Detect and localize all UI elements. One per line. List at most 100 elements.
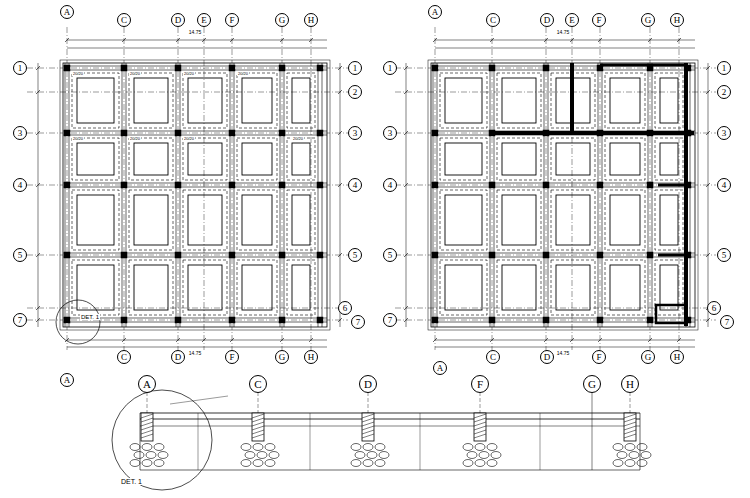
- grid-bubble: 6: [707, 301, 721, 315]
- drawing-line: [404, 66, 408, 70]
- drawing-line: [684, 63, 688, 326]
- drawing-rect: [440, 260, 487, 315]
- grid-letter: 5: [722, 251, 727, 260]
- grid-letter: A: [64, 376, 71, 385]
- drawing-line: [492, 27, 493, 350]
- drawing-rect: [279, 317, 285, 323]
- drawing-rect: [188, 78, 222, 123]
- stone: [375, 460, 385, 467]
- drawing-rect: [655, 73, 683, 128]
- grid-bubble: 3: [348, 126, 362, 140]
- drawing-line: [252, 426, 264, 430]
- drawing-rect: [556, 195, 590, 245]
- drawing-rect: [77, 195, 114, 245]
- drawing-line: [474, 426, 486, 430]
- grid-letter: A: [432, 8, 439, 17]
- drawing-rect: [502, 195, 536, 245]
- drawing-rect: [77, 265, 114, 310]
- grid-bubble: H: [621, 375, 639, 393]
- stone: [491, 452, 501, 459]
- drawing-line: [122, 63, 123, 327]
- grid-letter: C: [121, 16, 127, 25]
- drawing-rect: [252, 413, 264, 441]
- drawing-line: [126, 63, 127, 327]
- drawing-line: [69, 63, 70, 327]
- drawing-line: [140, 426, 640, 427]
- drawing-rect: [64, 182, 70, 188]
- drawing-rect: [175, 65, 181, 71]
- stone: [245, 452, 255, 459]
- drawing-rect: [543, 65, 549, 71]
- stone: [355, 452, 365, 459]
- drawing-line: [338, 318, 342, 322]
- drawing-line: [63, 66, 327, 67]
- drawing-line: [147, 392, 148, 413]
- grid-bubble: 3: [717, 126, 731, 140]
- grid-letter: E: [201, 16, 207, 25]
- grid-letter: 7: [18, 316, 23, 325]
- drawing-line: [67, 27, 68, 350]
- drawing-line: [202, 338, 206, 342]
- drawing-line: [570, 338, 574, 342]
- grid-bubble: G: [641, 350, 655, 364]
- grid-letter: 1: [353, 64, 358, 73]
- grid-letter: H: [626, 379, 634, 390]
- grid-letter: A: [64, 8, 71, 17]
- drawing-rect: [624, 413, 636, 441]
- grid-bubble: 4: [717, 178, 731, 192]
- drawing-rect: [440, 138, 487, 180]
- drawing-rect: [279, 182, 285, 188]
- grid-bubble: D: [359, 375, 377, 393]
- stone: [625, 460, 635, 467]
- drawing-line: [490, 38, 494, 42]
- drawing-line: [431, 187, 695, 188]
- drawing-line: [706, 253, 710, 257]
- grid-letter: D: [364, 379, 372, 390]
- drawing-line: [437, 63, 438, 327]
- drawing-line: [406, 63, 407, 327]
- grid-bubble: C: [486, 350, 500, 364]
- drawing-line: [338, 90, 342, 94]
- drawing-line: [63, 187, 327, 188]
- drawing-line: [176, 338, 180, 342]
- drawing-rect: [188, 265, 222, 310]
- grid-bubble: 1: [348, 61, 362, 75]
- drawing-line: [36, 66, 40, 70]
- drawing-rect: [432, 182, 438, 188]
- drawing-line: [570, 63, 574, 133]
- grid-letter: A: [143, 379, 151, 390]
- drawing-rect: [237, 138, 277, 180]
- drawing-line: [63, 131, 327, 132]
- grid-bubble: H: [304, 350, 318, 364]
- drawing-rect: [597, 317, 603, 323]
- grid-bubble: A: [138, 375, 156, 393]
- stone: [463, 460, 473, 467]
- drawing-rect: [605, 190, 645, 250]
- drawing-line: [141, 434, 153, 438]
- grid-letter: 3: [18, 129, 23, 138]
- drawing-rect: [141, 413, 153, 441]
- drawing-rect: [287, 138, 315, 180]
- grid-letter: 3: [353, 129, 358, 138]
- grid-letter: D: [175, 16, 182, 25]
- drawing-rect: [64, 130, 70, 136]
- grid-bubble: E: [565, 13, 579, 27]
- drawing-rect: [242, 143, 272, 175]
- drawing-line: [63, 253, 327, 254]
- drawing-line: [27, 92, 348, 93]
- stone: [142, 460, 152, 467]
- drawing-line: [435, 48, 695, 49]
- grid-bubble: C: [249, 375, 267, 393]
- stone: [158, 452, 168, 459]
- grid-letter: H: [308, 16, 315, 25]
- drawing-line: [395, 68, 716, 69]
- drawing-line: [650, 27, 651, 350]
- drawing-rect: [432, 65, 438, 71]
- grid-letter: A: [437, 364, 444, 373]
- drawing-line: [124, 27, 125, 350]
- drawing-line: [706, 318, 710, 322]
- drawing-rect: [175, 252, 181, 258]
- drawing-rect: [121, 182, 127, 188]
- stone: [265, 460, 275, 467]
- drawing-rect: [362, 413, 374, 441]
